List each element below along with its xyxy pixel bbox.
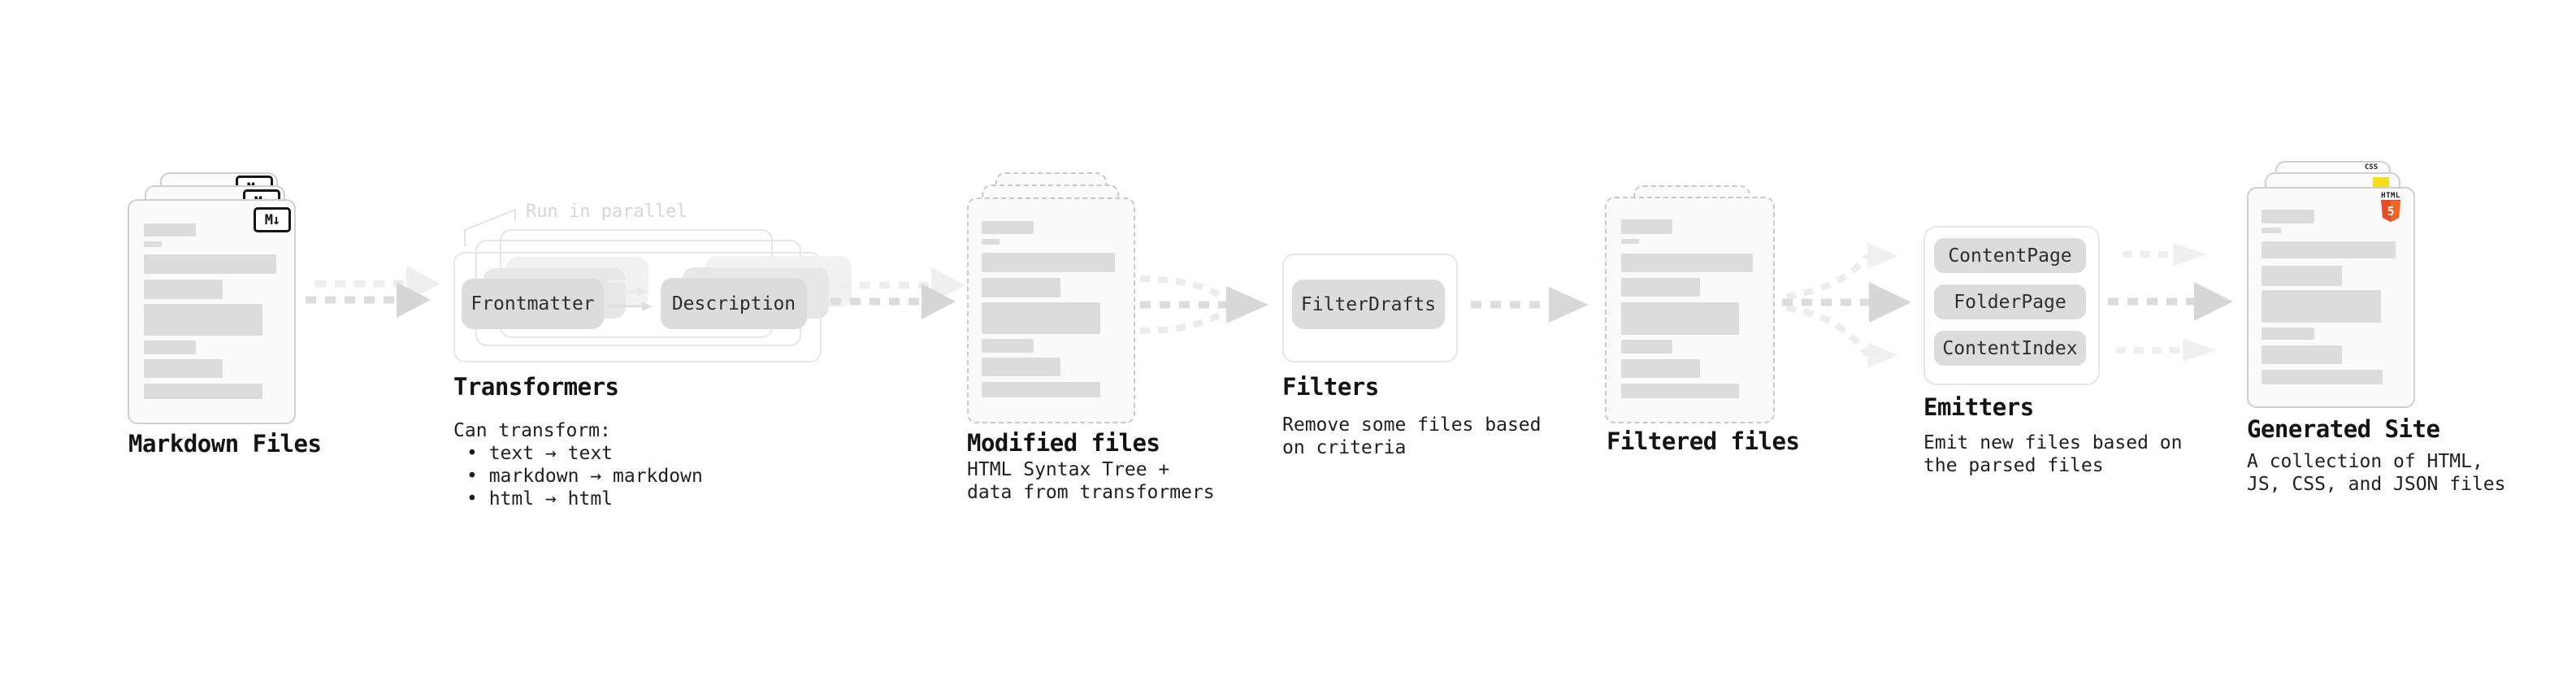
transformer-node-frontmatter: Frontmatter	[462, 279, 604, 329]
text-line-bar	[982, 278, 1060, 297]
arrow-dark	[306, 282, 431, 318]
stage-title-transformers: Transformers	[453, 373, 619, 401]
text-line-bar	[144, 280, 223, 299]
emitters-frame	[1923, 226, 2100, 385]
html5-icon: 5	[2381, 200, 2400, 222]
text-line-bar	[1621, 384, 1739, 398]
run-in-parallel-label: Run in parallel	[526, 202, 687, 222]
description-line: • markdown → markdown	[466, 466, 703, 487]
stage-description-site: A collection of HTML, JS, CSS, and JSON …	[2247, 450, 2506, 496]
text-line-bar	[1621, 219, 1672, 234]
stage-title-emitters: Emitters	[1923, 393, 2034, 421]
merge-curve-bottom	[1139, 307, 1229, 334]
js-file-icon	[2373, 177, 2389, 187]
text-line-bar	[2262, 327, 2314, 340]
text-line-bar	[2262, 345, 2342, 364]
text-line-bar	[144, 340, 196, 354]
text-line-bar	[982, 382, 1100, 397]
transformer-node-description: Description	[661, 278, 807, 329]
stage-title-markdown: Markdown Files	[128, 430, 322, 458]
text-line-bar	[2262, 266, 2342, 286]
text-line-bar	[982, 339, 1034, 353]
text-line-bar	[982, 239, 1000, 245]
text-line-bar	[2262, 290, 2381, 323]
flow-arrow-emitters-to-site	[2108, 243, 2233, 362]
description-line: Emit new files based on	[1923, 432, 2183, 453]
emitter-node-contentpage: ContentPage	[1934, 238, 2086, 273]
markdown-icon: M↓	[254, 207, 291, 232]
text-line-bar	[1621, 278, 1700, 297]
filter-node-filterdrafts: FilterDrafts	[1292, 280, 1445, 329]
flow-arrow-markdown-to-transformers	[306, 266, 440, 318]
css-file-icon: CSS	[2364, 163, 2379, 171]
fan-curve-top	[1785, 254, 1871, 300]
description-line: JS, CSS, and JSON files	[2247, 474, 2506, 495]
note-connector-line	[464, 208, 516, 246]
text-line-bar	[982, 358, 1060, 376]
text-line-bar	[144, 384, 262, 399]
text-line-bar	[982, 302, 1100, 334]
description-line: • html → html	[466, 488, 614, 510]
stage-description-modified: HTML Syntax Tree + data from transformer…	[967, 458, 1215, 504]
description-line: HTML Syntax Tree +	[967, 459, 1170, 480]
flow-arrow-filters-to-filtered	[1471, 287, 1589, 323]
description-line: data from transformers	[967, 482, 1215, 503]
text-line-bar	[1621, 359, 1700, 378]
fan-curve-bottom	[1785, 305, 1871, 358]
text-line-bar	[2262, 370, 2383, 384]
flow-arrow-transformers-to-modified	[830, 267, 965, 319]
description-line: on criteria	[1282, 437, 1407, 458]
text-line-bar	[144, 254, 276, 274]
emitter-node-folderpage: FolderPage	[1934, 284, 2086, 319]
merge-curve-top	[1139, 275, 1229, 302]
parallel-mini-arrows	[608, 276, 652, 311]
arrow-dark	[830, 284, 956, 319]
description-line: A collection of HTML,	[2247, 451, 2483, 472]
stage-description-filters: Remove some files based on criteria	[1282, 414, 1542, 459]
text-line-bar	[1621, 340, 1672, 354]
text-line-bar	[2262, 241, 2396, 258]
stage-title-filters: Filters	[1282, 373, 1379, 401]
stage-title-modified: Modified files	[967, 429, 1160, 457]
text-line-bar	[1621, 254, 1753, 272]
text-line-bar	[982, 221, 1034, 234]
filters-frame	[1282, 254, 1458, 362]
text-line-bar	[2262, 228, 2281, 233]
description-line: the parsed files	[1923, 455, 2104, 476]
text-line-bar	[1621, 239, 1639, 244]
text-line-bar	[144, 304, 262, 336]
stage-title-filtered: Filtered files	[1607, 427, 1800, 455]
stage-description-transformers: Can transform: • text → text • markdown …	[453, 419, 703, 510]
svg-text:5: 5	[2387, 204, 2394, 219]
emitter-node-contentindex: ContentIndex	[1934, 331, 2086, 366]
text-line-bar	[144, 223, 196, 236]
flow-arrow-modified-to-filters	[1139, 275, 1268, 334]
text-line-bar	[144, 241, 162, 247]
description-line: • text → text	[466, 443, 614, 464]
stage-description-emitters: Emit new files based on the parsed files	[1923, 432, 2183, 477]
flow-arrow-filtered-to-emitters	[1782, 243, 1911, 368]
html5-icon-label: HTML	[2381, 192, 2400, 200]
description-line: Can transform:	[453, 420, 611, 441]
stage-title-site: Generated Site	[2247, 415, 2440, 443]
description-line: Remove some files based	[1282, 414, 1542, 436]
text-line-bar	[1621, 302, 1739, 335]
text-line-bar	[982, 253, 1115, 272]
text-line-bar	[144, 359, 223, 378]
text-line-bar	[2262, 210, 2314, 223]
